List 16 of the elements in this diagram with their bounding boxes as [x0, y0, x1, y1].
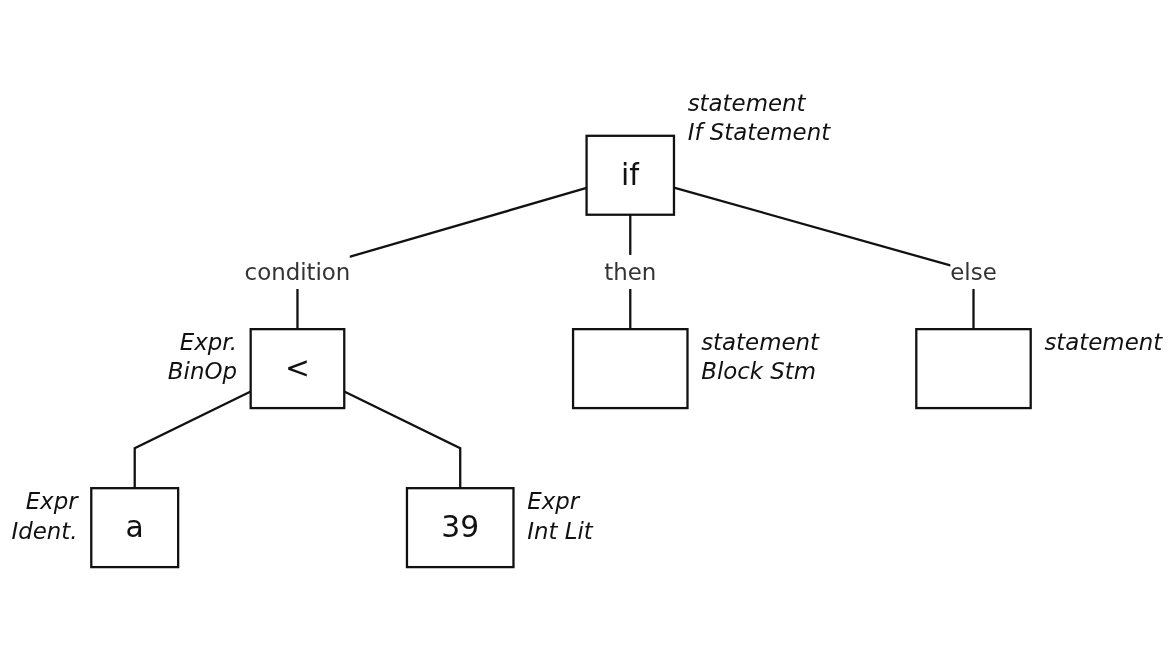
node-box	[571, 328, 689, 410]
node-box: 39	[405, 487, 515, 569]
type-annotation: statement Block Stm	[701, 328, 819, 385]
edge-label: else	[950, 258, 997, 286]
edge-label: condition	[244, 258, 351, 286]
node-box	[915, 328, 1032, 410]
type-annotation: statement If Statement	[687, 89, 831, 146]
edge-label: then	[604, 258, 657, 286]
type-annotation: statement	[1044, 328, 1163, 355]
node-box: if	[585, 134, 676, 216]
type-annotation: Expr Int Lit	[527, 487, 593, 544]
type-annotation: Expr Ident.	[11, 487, 78, 544]
node-box: a	[90, 487, 180, 569]
type-annotation: Expr. BinOp	[167, 328, 237, 385]
node-box: <	[249, 328, 346, 410]
connector	[673, 186, 975, 330]
